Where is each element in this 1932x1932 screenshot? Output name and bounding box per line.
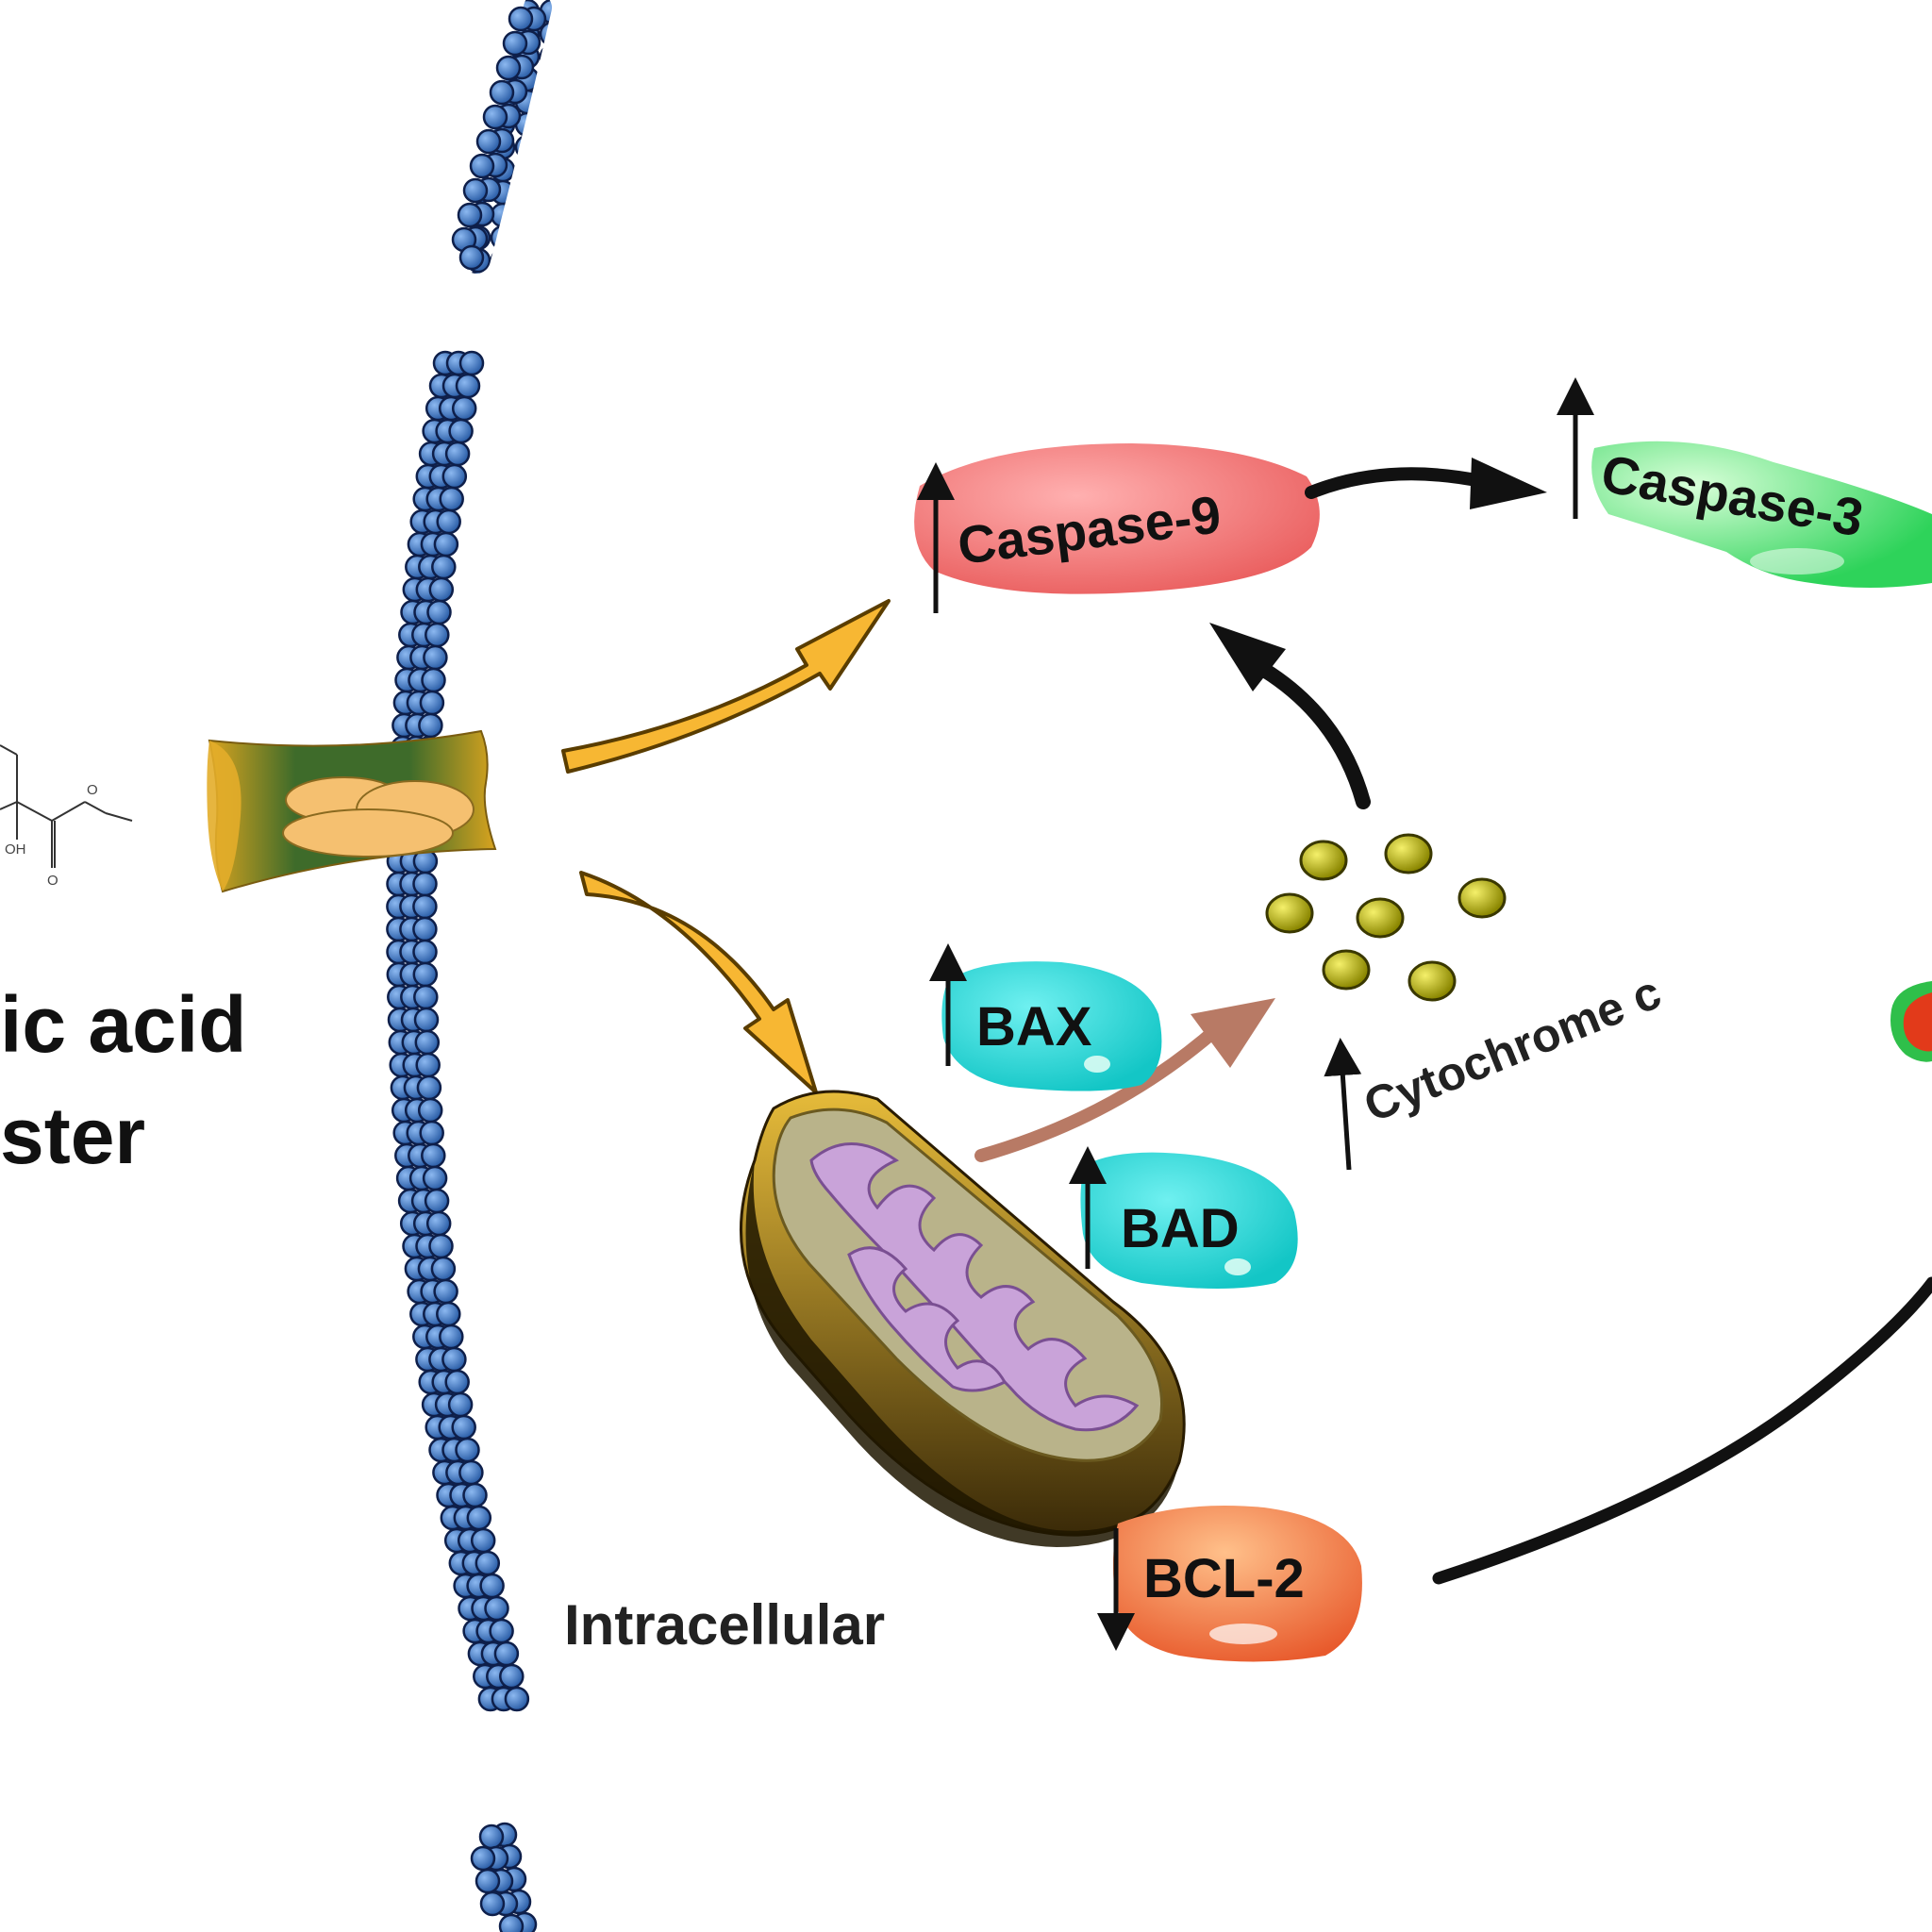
arrow-cytochrome-to-caspase9 [1257,662,1371,809]
structure-atom-oh: OH [5,841,26,858]
cytochrome-c-label: Cytochrome c [1357,965,1668,1132]
membrane-bead [413,1007,440,1033]
membrane-bead [412,916,438,942]
arrow-mitochondrion-to-cytochrome [974,1026,1219,1162]
mitochondrion-icon [740,1090,1186,1547]
cytochrome-c-particles [1265,833,1507,1002]
membrane-bead [493,1641,520,1667]
membrane-bead [439,486,464,512]
membrane-bead [489,1618,514,1644]
membrane-bead [458,350,485,376]
lipid-bilayer-membrane [386,0,552,1932]
membrane-bead [418,712,443,739]
cytochrome-particle [1384,833,1433,874]
membrane-beads-bottom [470,1822,538,1932]
cytochrome-particle [1457,877,1507,919]
membrane-bead [421,667,446,693]
membrane-bead [430,1256,457,1282]
membrane-bead [444,441,471,467]
membrane-bead [412,893,438,920]
structure-atom-o1: O [87,782,98,798]
membrane-bead [421,1142,446,1169]
membrane-bead [455,373,481,399]
membrane-bead [484,1595,509,1622]
membrane-bead [444,1369,470,1395]
membrane-bead [423,644,448,671]
cytochrome-particle [1407,960,1457,1002]
caspase9-node: Caspase-9 [914,443,1320,613]
membrane-bead [433,1278,458,1305]
arrow-bcl2-curve [1432,1276,1932,1585]
membrane-bead [499,1663,525,1690]
membrane-bead [424,1188,450,1214]
intracellular-label: Intracellular [564,1593,885,1657]
membrane-bead [451,1414,476,1441]
membrane-bead [466,1505,492,1531]
membrane-bead [415,1052,441,1078]
bcl2-node: BCL-2 [1097,1506,1362,1662]
membrane-bead [428,1233,454,1259]
membrane-bead [462,1482,488,1508]
membrane-bead [414,1029,441,1056]
membrane-bead [448,418,474,444]
membrane-bead [412,871,438,897]
bcl2-label: BCL-2 [1143,1548,1305,1609]
membrane-bead [416,1074,442,1101]
membrane-bead [419,690,445,716]
caspase3-node: Caspase-3 [1557,377,1932,588]
membrane-bead [439,1324,464,1350]
membrane-bead [441,463,468,490]
membrane-bead [479,1573,505,1599]
membrane-bead [431,554,457,580]
membrane-bead [504,1686,530,1712]
membrane-bead [412,939,438,965]
membrane-bead [455,1437,480,1463]
membrane-bead [458,1459,484,1486]
cytochrome-particle [1265,892,1314,934]
mitochondrion-cristae [809,1142,1140,1432]
membrane-bead [425,1210,452,1237]
membrane-bead [419,1120,444,1146]
bad-label: BAD [1121,1198,1240,1259]
chemical-structure [0,744,133,868]
arrow-channel-to-caspase9 [561,599,891,774]
membrane-bead [470,1527,496,1554]
compound-name-line2: ster [0,1091,145,1180]
arrow-channel-to-mitochondrion [579,871,818,1094]
bax-label: BAX [976,996,1092,1058]
membrane-beads-main [386,350,530,1712]
bad-node: BAD [1069,1146,1298,1289]
membrane-bead [436,1301,461,1327]
membrane-bead [413,984,439,1010]
cytochrome-up-arrow [1324,1038,1362,1171]
structure-atom-o2: O [47,873,58,889]
membrane-bead [412,961,439,988]
membrane-bead [428,576,455,603]
membrane-bead [447,1391,474,1418]
bax-node: BAX [929,943,1162,1091]
membrane-bead [451,395,477,422]
cytochrome-particle [1299,840,1348,881]
cytochrome-particle [1322,949,1371,991]
membrane-bead [422,1165,448,1191]
membrane-bead [426,599,452,625]
cytochrome-particle [1356,897,1405,939]
membrane-bead [436,508,461,535]
ion-channel [207,729,497,893]
membrane-beads-top [451,6,547,271]
cropped-node-right [1890,981,1932,1062]
membrane-bead [475,1550,501,1576]
compound-name-line1: ic acid [0,980,246,1069]
membrane-bead [417,1097,443,1124]
membrane-bead [433,531,459,558]
membrane-bead [441,1346,467,1373]
arrow-caspase9-to-caspase3 [1305,467,1488,499]
membrane-bead [425,622,450,648]
